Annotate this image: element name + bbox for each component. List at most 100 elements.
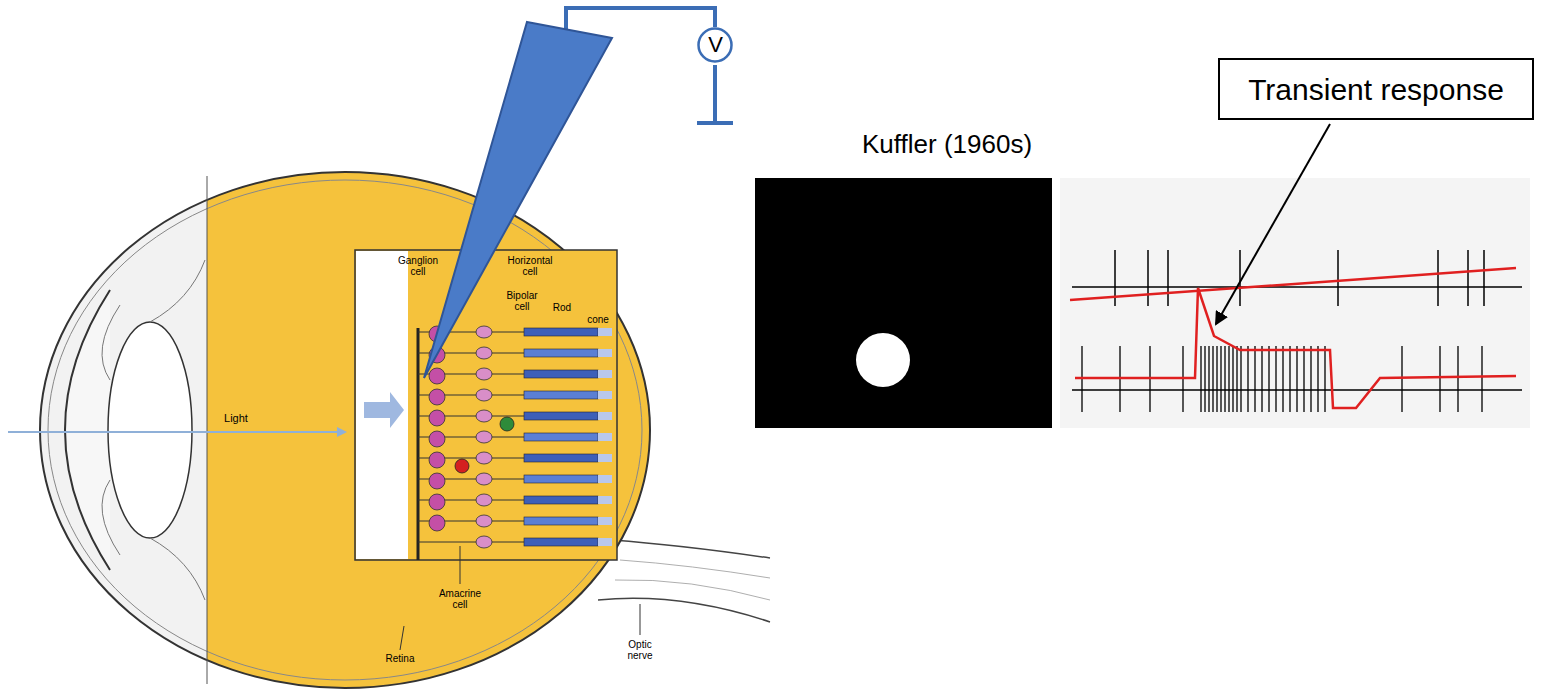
ground-wire — [713, 65, 717, 122]
spike — [1296, 346, 1297, 412]
spike — [1310, 346, 1311, 412]
nerve-fibres — [615, 560, 770, 600]
spike — [1200, 346, 1201, 412]
outer-segment — [598, 475, 612, 483]
bipolar-cell — [476, 347, 492, 359]
leader-line — [460, 546, 461, 584]
bipolar-cell — [476, 515, 492, 527]
part-label: Ganglion cell — [393, 255, 443, 277]
bipolar-cell — [476, 536, 492, 548]
callout-arrow — [1216, 124, 1330, 324]
amacrine-cell — [455, 459, 469, 473]
spike — [1303, 346, 1304, 412]
ganglion-cell — [429, 410, 445, 426]
ganglion-cell — [429, 473, 445, 489]
trace-panel — [1060, 178, 1530, 428]
outer-segment — [598, 538, 612, 546]
outer-segment — [598, 370, 612, 378]
rod-cell — [524, 433, 598, 441]
cornea — [65, 290, 110, 570]
spike — [1439, 346, 1440, 412]
spike — [1247, 346, 1248, 412]
cone-cell — [524, 328, 598, 336]
cone-cell — [524, 538, 598, 546]
voltmeter-circle — [699, 29, 732, 62]
part-label: Rod — [550, 302, 574, 313]
voltmeter-symbol: V — [697, 27, 734, 64]
inset-white-strip — [356, 251, 408, 559]
eye-inner-wall — [48, 180, 642, 680]
spike — [1254, 346, 1255, 412]
outer-segment — [598, 328, 612, 336]
lens — [108, 322, 192, 538]
ciliary-body — [150, 260, 205, 600]
spike — [1208, 346, 1209, 412]
part-label: Retina — [375, 653, 425, 664]
spike — [1282, 346, 1283, 412]
outer-segment — [598, 496, 612, 504]
light-spot — [856, 333, 910, 387]
leader-line — [640, 604, 641, 635]
bipolar-cell — [476, 452, 492, 464]
ground-symbol — [697, 121, 733, 125]
electrode-wire — [566, 8, 715, 30]
spike — [1228, 346, 1229, 412]
bipolar-cell — [476, 410, 492, 422]
rod-cell — [524, 475, 598, 483]
outer-segment — [598, 412, 612, 420]
spike — [1317, 346, 1318, 412]
spike — [1275, 346, 1276, 412]
callout-text: Transient response — [1248, 73, 1504, 106]
rate-line — [1070, 268, 1516, 300]
axon-bundle — [417, 328, 420, 560]
bipolar-cell — [476, 326, 492, 338]
ganglion-cell — [429, 368, 445, 384]
ganglion-cell — [429, 389, 445, 405]
spike — [1216, 346, 1217, 412]
ganglion-cell — [429, 515, 445, 531]
ganglion-cell — [429, 452, 445, 468]
ganglion-cell — [429, 494, 445, 510]
spike — [1212, 346, 1213, 412]
bipolar-cell — [476, 431, 492, 443]
outer-segment — [598, 517, 612, 525]
bipolar-cell — [476, 494, 492, 506]
cone-cell — [524, 370, 598, 378]
outer-segment — [598, 391, 612, 399]
spike — [1457, 346, 1458, 412]
cone-cell — [524, 412, 598, 420]
part-label: Amacrine cell — [430, 588, 490, 610]
retina-cells — [418, 326, 612, 560]
optic-nerve-edge — [612, 540, 770, 558]
voltmeter-label: V — [708, 33, 723, 57]
spike — [1204, 346, 1205, 412]
spike — [1167, 250, 1169, 306]
bipolar-cell — [476, 473, 492, 485]
bipolar-cell — [476, 368, 492, 380]
cone-cell — [524, 454, 598, 462]
light-ray — [8, 431, 345, 433]
stimulus-screen — [755, 178, 1052, 428]
outer-segment — [598, 349, 612, 357]
part-label: cone — [584, 314, 612, 325]
author-label: Kuffler (1960s) — [862, 130, 1032, 159]
spike — [1236, 346, 1237, 412]
part-label: Optic nerve — [615, 639, 665, 661]
spike — [1220, 346, 1221, 412]
spike — [1224, 346, 1225, 412]
part-label: Bipolar cell — [498, 290, 546, 312]
spike — [1268, 346, 1269, 412]
inset-light-arrow — [364, 392, 404, 428]
baseline — [1072, 286, 1522, 288]
spike — [1481, 346, 1482, 412]
spike — [1483, 250, 1485, 306]
vitreous-retina — [207, 150, 667, 697]
callout-box: Transient response — [1218, 58, 1534, 120]
outer-segment — [598, 454, 612, 462]
spike — [1239, 250, 1241, 306]
spike — [1467, 250, 1469, 306]
vitreous-edge — [207, 176, 208, 684]
part-label: Light — [211, 412, 261, 424]
retina-inset — [355, 250, 617, 560]
spike — [1337, 250, 1339, 306]
